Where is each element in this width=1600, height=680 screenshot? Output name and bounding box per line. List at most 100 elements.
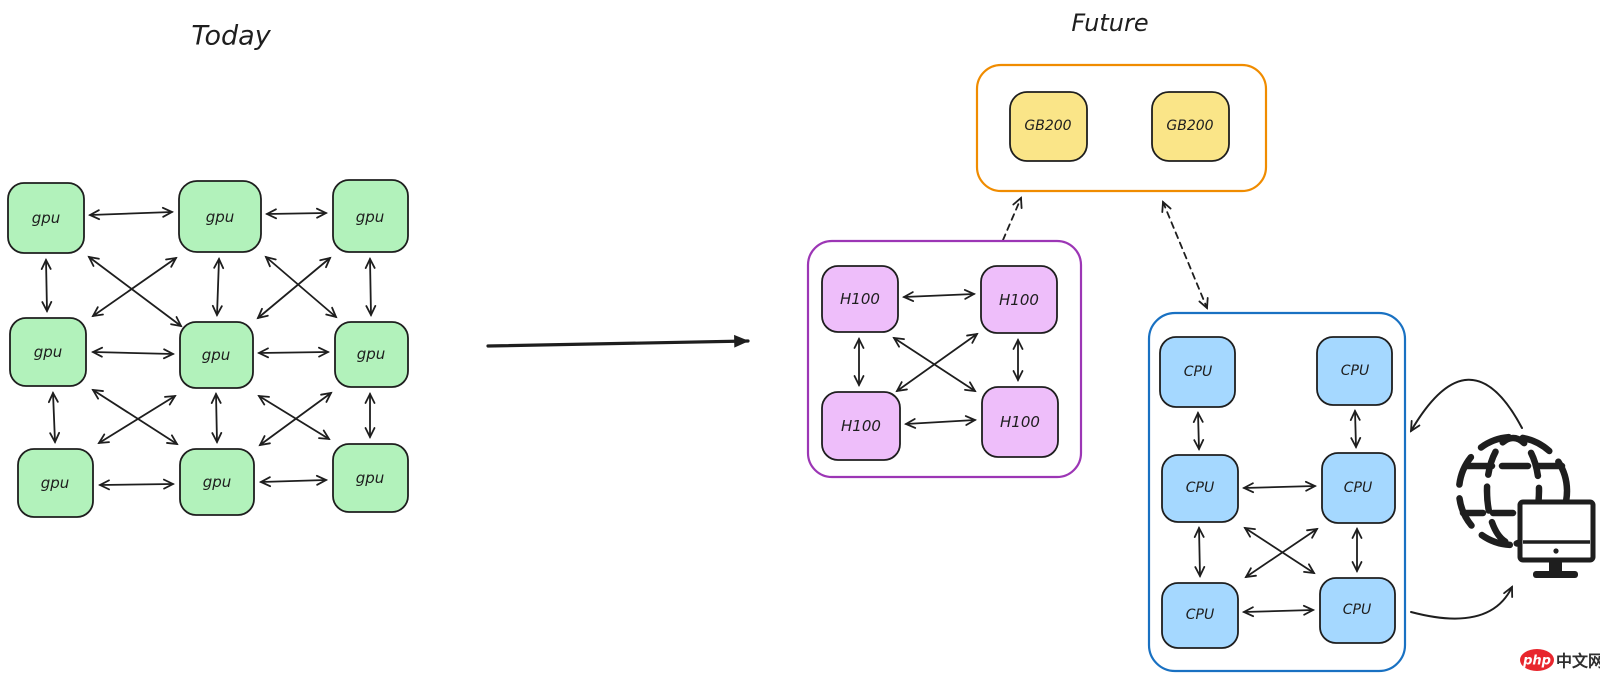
gpu-node: gpu: [7, 182, 85, 254]
mesh-arrow: [46, 260, 47, 311]
cpu-cluster: CPU CPU CPU CPU CPU CPU: [1147, 311, 1407, 673]
cpu-box: [1161, 454, 1239, 523]
globe-icon: [1455, 433, 1571, 549]
gpu-box: [7, 182, 85, 254]
cpu-to-internet-curved-arrow: [1410, 587, 1512, 620]
today-to-future-arrow: [486, 334, 750, 348]
h100-box: [821, 265, 899, 333]
cpu-node: CPU: [1316, 336, 1393, 406]
h100-node: H100: [980, 265, 1058, 334]
gpu-box: [334, 321, 409, 388]
cpu-node: CPU: [1161, 582, 1239, 649]
mesh-arrow: [93, 390, 177, 444]
mesh-arrow: [259, 352, 328, 353]
mesh-arrow: [100, 484, 173, 485]
future-title: Future: [1071, 9, 1148, 37]
gpu-label: gpu: [41, 474, 70, 492]
gb200-to-cpu-dashed-arrow: [1163, 202, 1207, 308]
gb200-cluster: GB200 GB200: [975, 63, 1268, 193]
mesh-arrow: [217, 259, 219, 315]
mesh-arrow: [258, 258, 330, 318]
gpu-box: [9, 317, 87, 387]
mesh-arrow: [1246, 529, 1317, 577]
h100-label: H100: [999, 291, 1039, 309]
gpu-mesh-arrows: [46, 212, 371, 485]
h100-mesh-arrows: [859, 294, 1018, 424]
future-section: Future GB200 GB200: [806, 9, 1596, 673]
gpu-box: [17, 448, 94, 518]
gpu-node: gpu: [332, 179, 409, 253]
today-section: Today gpu: [7, 21, 409, 518]
mesh-arrow: [1244, 486, 1315, 488]
h100-box: [980, 265, 1058, 334]
gpu-box: [179, 321, 254, 389]
h100-box: [981, 386, 1059, 458]
mesh-arrow: [99, 396, 175, 443]
gpu-label: gpu: [357, 345, 386, 363]
monitor-stand: [1549, 560, 1562, 572]
watermark-logo-badge: [1520, 649, 1554, 671]
monitor-base: [1533, 571, 1578, 578]
gb200-label: GB200: [1166, 118, 1213, 134]
gpu-label: gpu: [202, 346, 231, 364]
today-title: Today: [191, 21, 271, 52]
h100-cluster: H100 H100 H100 H100: [806, 239, 1083, 479]
mesh-arrow: [1198, 413, 1199, 449]
cpu-label: CPU: [1344, 480, 1372, 496]
gpu-node: gpu: [179, 448, 255, 516]
gpu-box: [332, 443, 409, 513]
mesh-arrow: [93, 352, 173, 354]
mesh-arrow: [1355, 411, 1356, 447]
gpu-label: gpu: [356, 208, 385, 226]
monitor-icon: [1517, 499, 1596, 578]
cpu-label: CPU: [1343, 602, 1371, 618]
h100-node: H100: [821, 265, 899, 333]
mesh-arrow: [904, 294, 974, 297]
gpu-label: gpu: [356, 469, 385, 487]
gpu-node: gpu: [178, 180, 262, 253]
mesh-arrow: [1199, 528, 1200, 576]
mesh-arrow: [1244, 610, 1313, 612]
monitor-button: [1553, 548, 1559, 554]
gb200-box: [1151, 91, 1230, 162]
mesh-arrow: [897, 334, 977, 391]
gpu-label: gpu: [203, 473, 232, 491]
internet-icon-group: [1455, 433, 1596, 578]
cpu-node: CPU: [1319, 577, 1396, 644]
mesh-arrow: [90, 212, 172, 215]
internet-to-cpu-curved-arrow: [1411, 378, 1523, 431]
cpu-box: [1159, 336, 1236, 408]
gb200-node: GB200: [1009, 91, 1088, 162]
h100-label: H100: [841, 417, 881, 435]
cpu-label: CPU: [1341, 363, 1369, 379]
mesh-arrow: [216, 394, 217, 442]
gpu-node: gpu: [334, 321, 409, 388]
gpu-box: [179, 448, 255, 516]
gb200-node: GB200: [1151, 91, 1230, 162]
cpu-label: CPU: [1184, 364, 1212, 380]
mesh-arrow: [267, 213, 326, 214]
mesh-arrow: [89, 257, 181, 326]
h100-to-gb200-dashed-arrow: [1002, 198, 1021, 241]
mesh-arrow: [266, 257, 336, 317]
cpu-node: CPU: [1161, 454, 1239, 523]
gpu-box: [332, 179, 409, 253]
h100-node: H100: [981, 386, 1059, 458]
cpu-box: [1321, 452, 1396, 524]
gpu-label: gpu: [206, 208, 235, 226]
gpu-node: gpu: [17, 448, 94, 518]
cpu-label: CPU: [1186, 607, 1214, 623]
gpu-label: gpu: [32, 209, 61, 227]
watermark-site-text: 中文网: [1556, 652, 1600, 671]
gpu-node: gpu: [332, 443, 409, 513]
mesh-arrow: [93, 258, 176, 316]
gb200-label: GB200: [1024, 118, 1071, 134]
h100-label: H100: [1000, 413, 1040, 431]
cpu-node: CPU: [1321, 452, 1396, 524]
watermark: php 中文网: [1520, 649, 1600, 671]
watermark-logo-text: php: [1522, 654, 1551, 669]
gpu-box: [178, 180, 262, 253]
cpu-box: [1319, 577, 1396, 644]
mesh-arrow: [370, 259, 371, 315]
